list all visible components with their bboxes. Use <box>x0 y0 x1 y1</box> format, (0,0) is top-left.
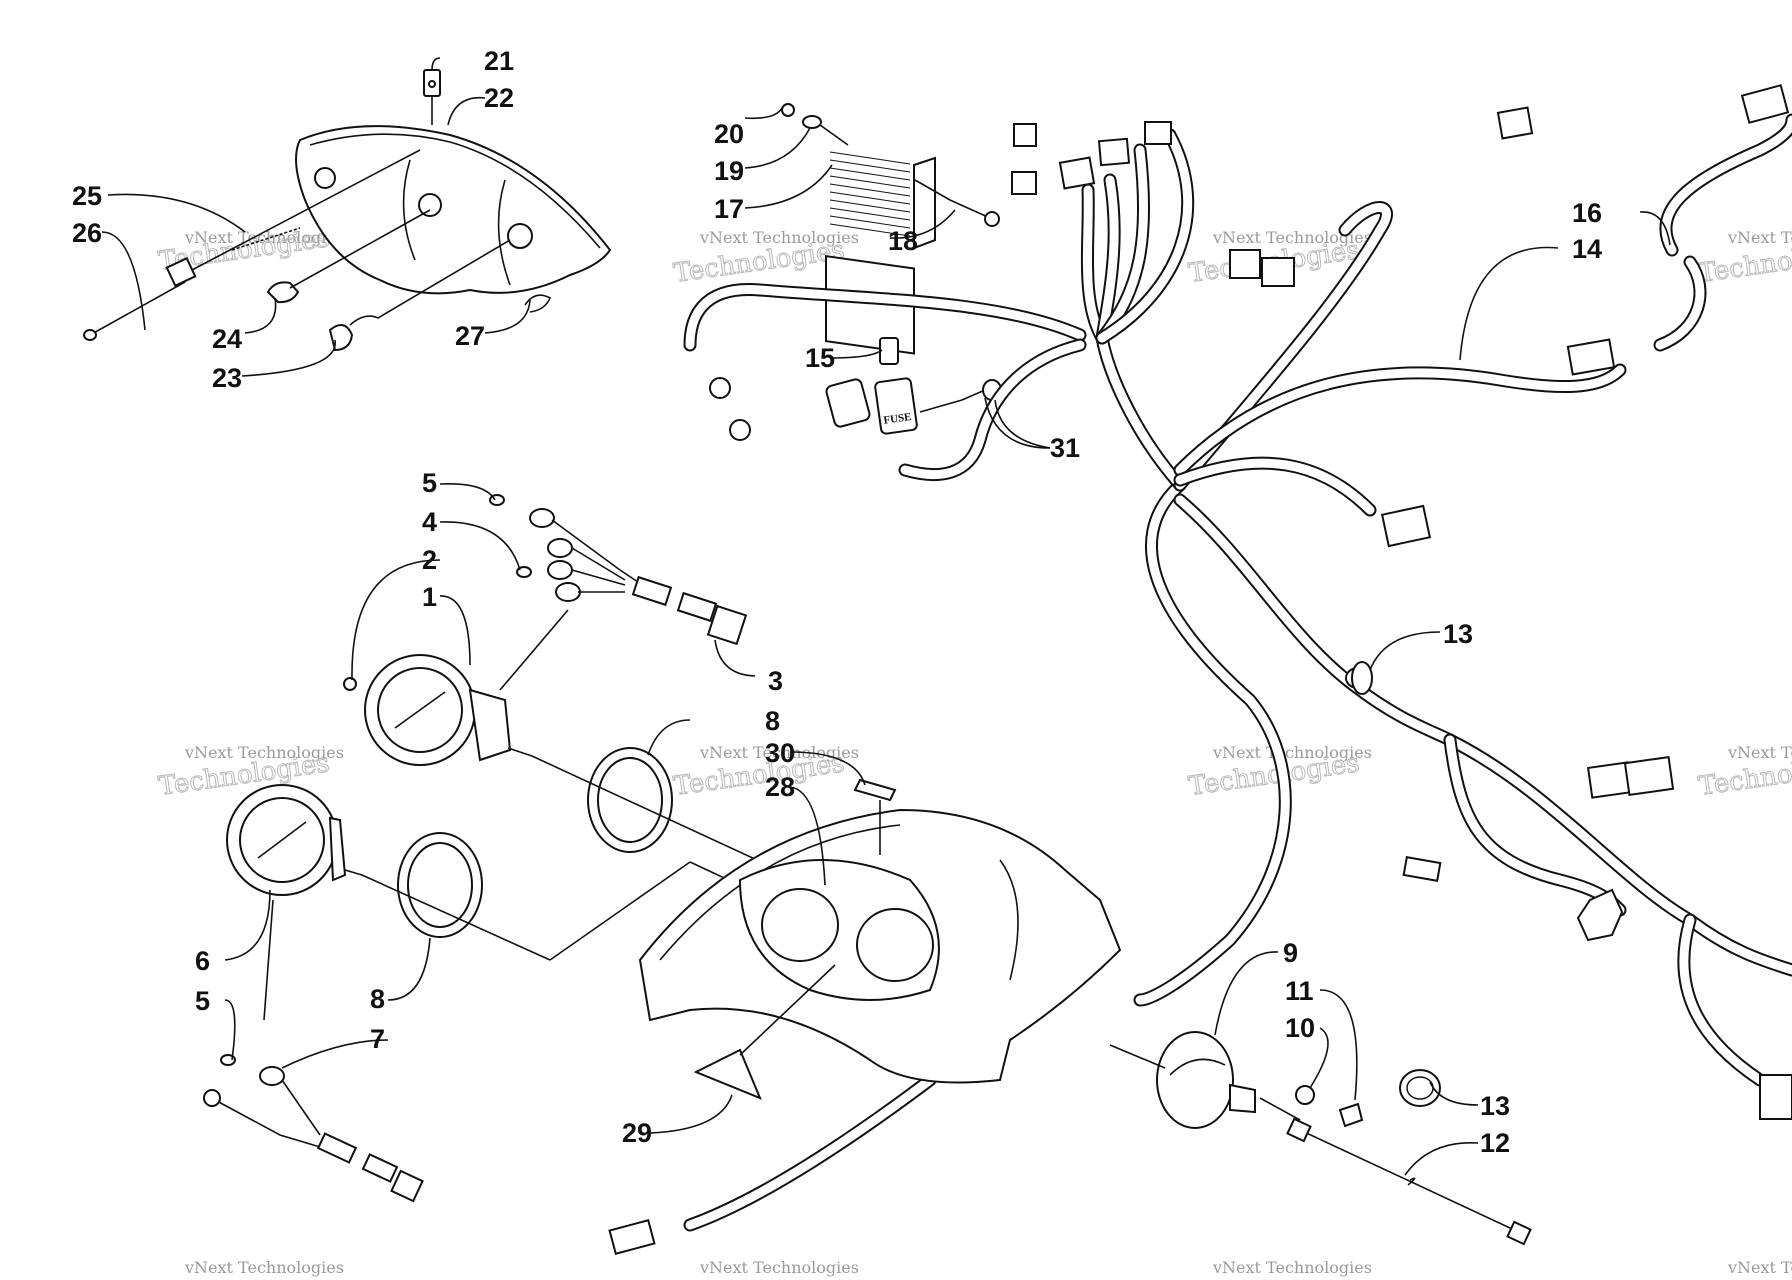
callout-5-lower: 5 <box>195 986 210 1016</box>
tachometer-gauge-icon <box>343 654 533 766</box>
callout-leaders <box>101 57 1671 1176</box>
callout-28: 28 <box>765 772 795 802</box>
callout-8-upper: 8 <box>765 706 780 736</box>
watermark-text: vNext Technologies <box>184 743 344 762</box>
callout-30: 30 <box>765 738 795 768</box>
callout-14: 14 <box>1572 234 1602 264</box>
gauge-wiring-icon <box>203 494 748 1203</box>
wiring-harness-icon <box>608 84 1792 1255</box>
callout-20: 20 <box>714 119 744 149</box>
callout-8-lower: 8 <box>370 984 385 1014</box>
callout-24: 24 <box>212 324 242 354</box>
callout-7: 7 <box>370 1024 385 1054</box>
watermark-text: vNext Technologies <box>1212 1258 1372 1277</box>
watermark-text: vNext Technologies <box>699 1258 859 1277</box>
watermark-text: vNext Technologies <box>699 228 859 247</box>
callout-10: 10 <box>1285 1013 1315 1043</box>
watermark-text: vNext Technologies <box>184 228 344 247</box>
callout-22: 22 <box>484 83 514 113</box>
callout-18: 18 <box>888 226 918 256</box>
watermark-text: vNext Technologies <box>1727 1258 1792 1277</box>
callout-29: 29 <box>622 1118 652 1148</box>
callout-4: 4 <box>422 507 437 537</box>
callout-6: 6 <box>195 946 210 976</box>
callout-26: 26 <box>72 218 102 248</box>
harness-clamp-icon <box>1351 661 1373 695</box>
speedometer-cable-icon <box>1109 1031 1532 1246</box>
dash-panel-icon <box>638 778 1122 1084</box>
speedometer-gauge-icon <box>226 784 363 896</box>
callout-15: 15 <box>805 343 835 373</box>
callout-21: 21 <box>484 46 514 76</box>
watermark-text: vNext Technologies <box>184 1258 344 1277</box>
decal-icon <box>693 964 836 1100</box>
callout-25: 25 <box>72 181 102 211</box>
callout-numbers: 21 22 25 26 24 23 27 20 19 17 18 15 31 1… <box>72 46 1602 1158</box>
callout-2: 2 <box>422 545 437 575</box>
callout-3: 3 <box>768 666 783 696</box>
watermark-text: vNext Technologies <box>1727 743 1792 762</box>
voltage-regulator-icon <box>781 103 1000 355</box>
fuse-label: FUSE <box>883 411 913 427</box>
callout-31: 31 <box>1050 433 1080 463</box>
callout-19: 19 <box>714 156 744 186</box>
bezel-icon <box>397 747 673 938</box>
callout-16: 16 <box>1572 198 1602 228</box>
callout-13-harness: 13 <box>1443 619 1473 649</box>
watermark-text: vNext Technologies <box>1727 228 1792 247</box>
callout-5-upper: 5 <box>422 468 437 498</box>
callout-9: 9 <box>1283 938 1298 968</box>
callout-17: 17 <box>714 194 744 224</box>
callout-13-clamp: 13 <box>1480 1091 1510 1121</box>
callout-11: 11 <box>1285 976 1314 1006</box>
callout-1: 1 <box>422 582 437 612</box>
watermark-text: vNext Technologies <box>1212 228 1372 247</box>
callout-12: 12 <box>1480 1128 1510 1158</box>
watermark-text: vNext Technologies <box>699 743 859 762</box>
headlight-assembly-icon <box>83 69 612 352</box>
callout-23: 23 <box>212 363 242 393</box>
watermark-text: vNext Technologies <box>1212 743 1372 762</box>
callout-27: 27 <box>455 321 485 351</box>
